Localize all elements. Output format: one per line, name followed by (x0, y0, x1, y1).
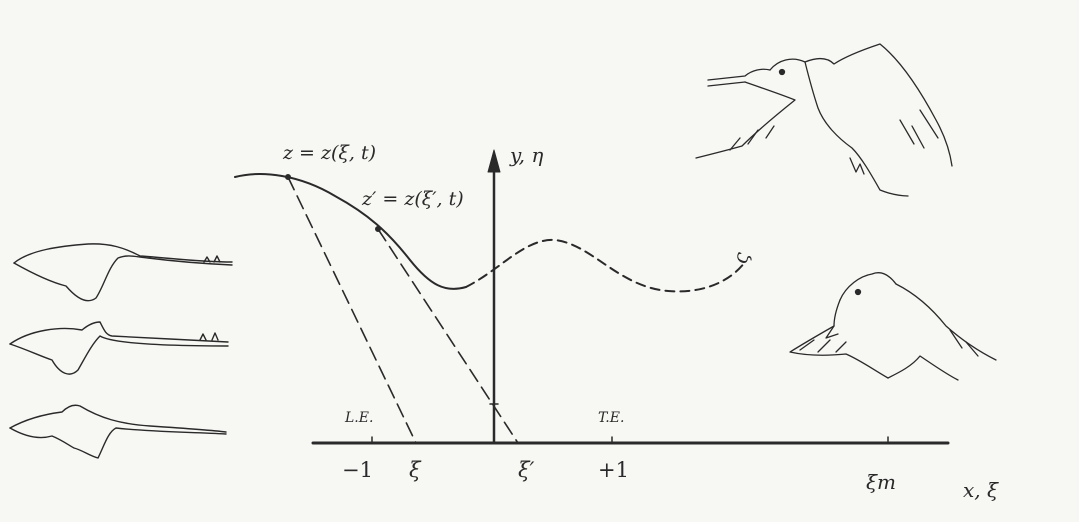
y-axis-label: y, η (510, 143, 544, 167)
projection-line-xi (287, 176, 417, 444)
tick-label-plus-one: +1 (598, 458, 629, 482)
projection-line-xi-prime (377, 228, 519, 444)
tick-label-minus-one: −1 (342, 458, 373, 482)
tick-label-xi: ξ (409, 458, 421, 482)
trailing-edge-label: T.E. (598, 410, 625, 426)
curve-label-zprime: z′ = z(ξ′, t) (362, 188, 464, 210)
tick-label-xi-prime: ξ′ (518, 458, 535, 482)
wing-profile-sketch (9, 404, 227, 459)
bird-diving-sketch (789, 272, 997, 381)
curve-label-z: z = z(ξ, t) (283, 142, 377, 164)
bird-flying-sketch (695, 43, 953, 197)
y-axis-arrowhead (487, 149, 501, 173)
vortex-sheet-curve (234, 173, 467, 290)
wing-profile-sketch (9, 321, 229, 375)
wing-profile-sketch (13, 243, 233, 302)
tick-label-xi-m: ξm (866, 470, 896, 494)
x-axis-label: x, ξ (963, 478, 999, 502)
leading-edge-label: L.E. (345, 410, 374, 426)
wake-dashed-curve (465, 238, 746, 293)
